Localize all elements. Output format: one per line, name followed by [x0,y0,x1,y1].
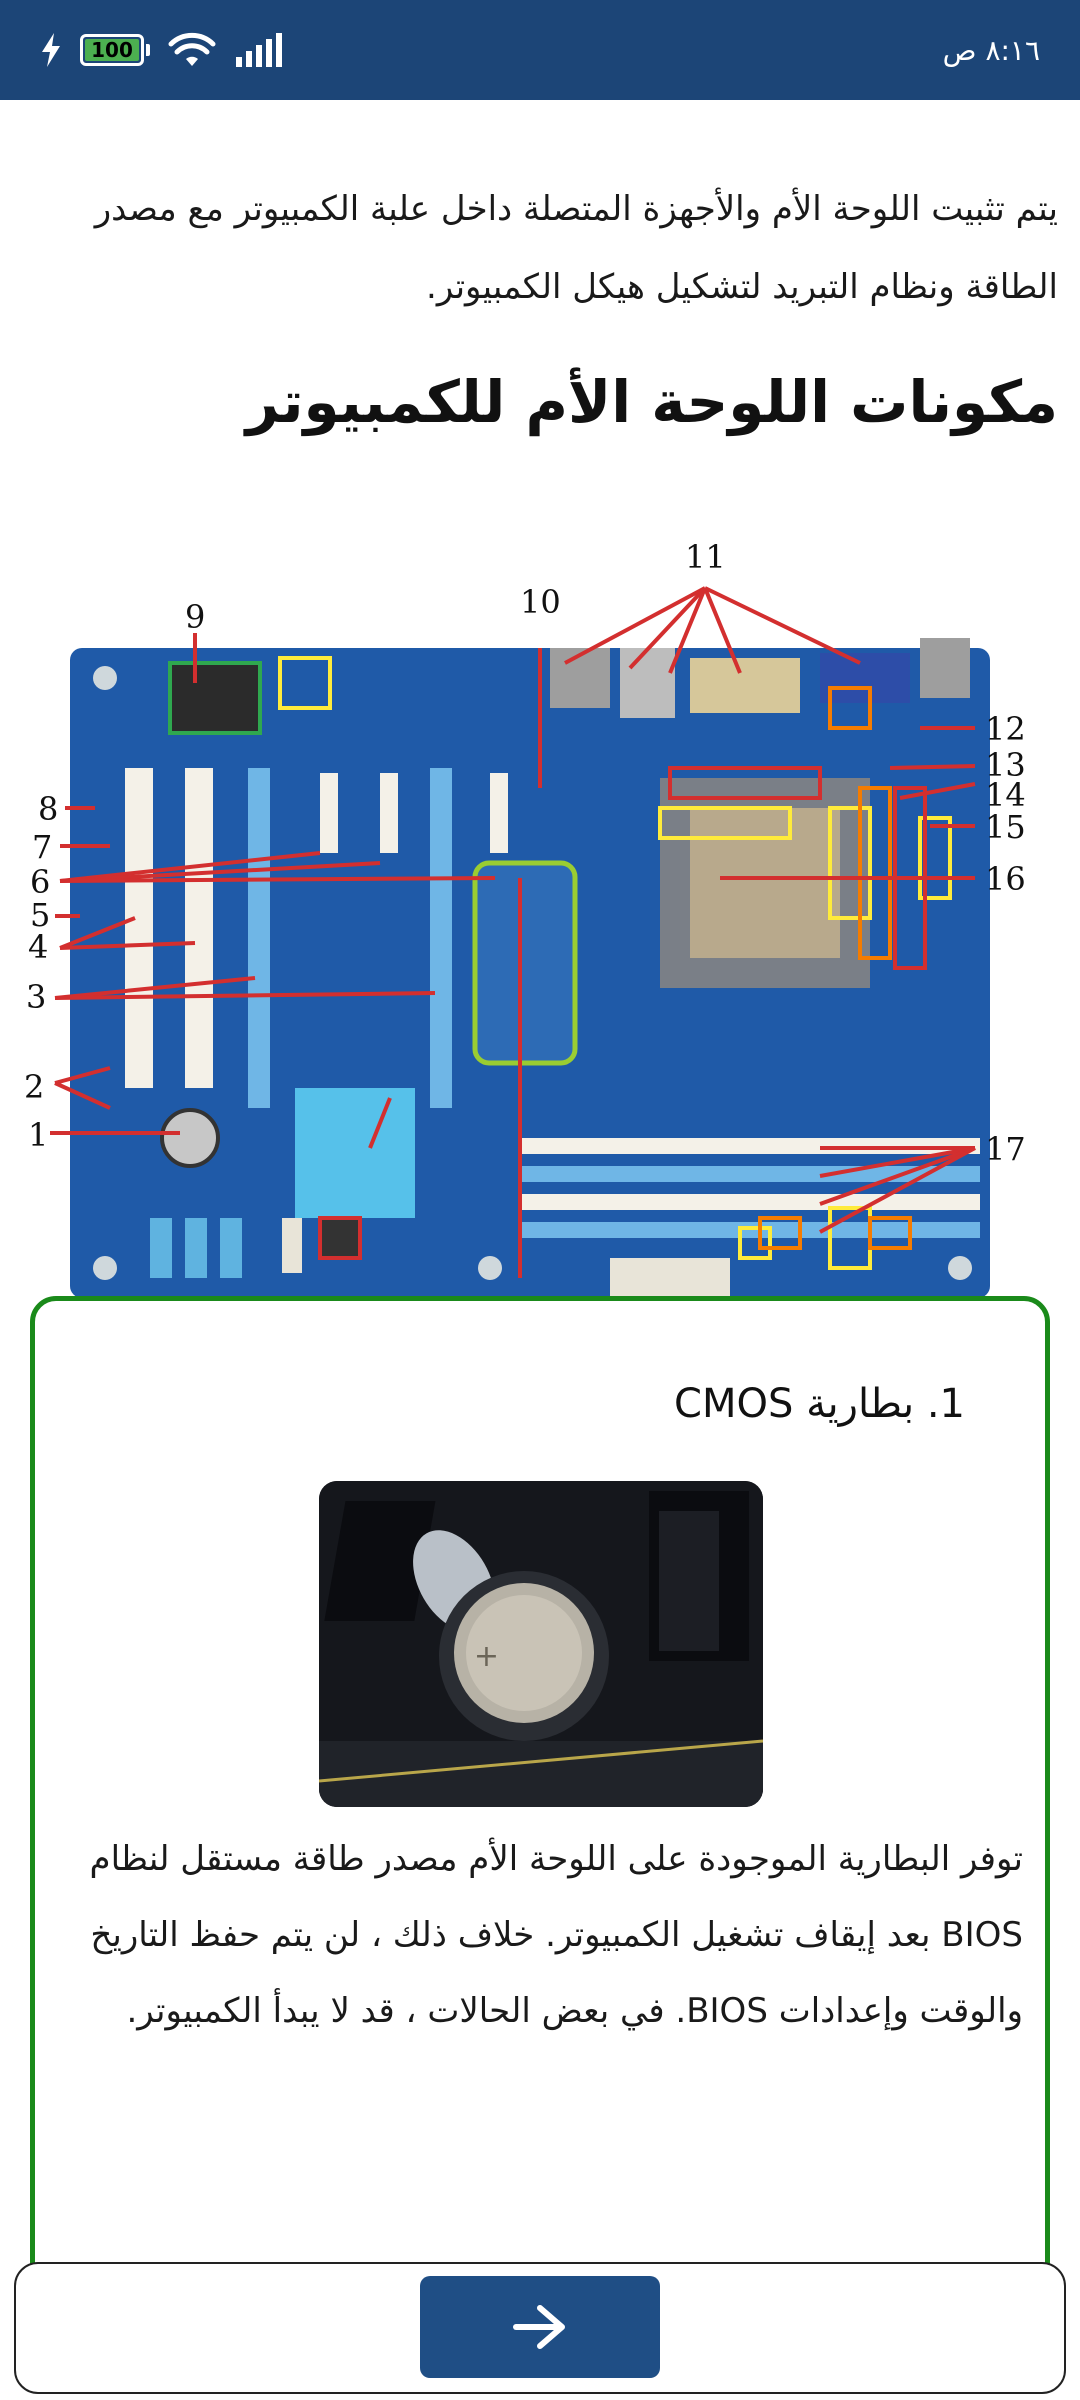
diagram-label-13: 13 [985,746,1026,784]
svg-text:+: + [474,1639,499,1674]
diagram-label-7: 7 [32,828,52,866]
cmos-battery-photo: + [319,1481,763,1807]
diagram-label-6: 6 [30,863,50,901]
battery-level: 100 [85,38,139,62]
diagram-label-9: 9 [185,598,205,636]
status-icons: 100 [40,32,284,68]
diagram-label-4: 4 [28,928,48,966]
diagram-label-3: 3 [26,978,46,1016]
battery-icon: 100 [80,34,150,66]
wifi-icon [168,32,216,66]
diagram-label-12: 12 [985,710,1026,748]
intro-paragraph: يتم تثبيت اللوحة الأم والأجهزة المتصلة د… [94,189,1058,307]
signal-icon [236,33,282,67]
diagram-label-11: 11 [685,538,726,576]
diagram-label-14: 14 [985,776,1026,814]
status-bar: 100 ٨:١٦ ص [0,0,1080,100]
component-card: 1. بطارية CMOS + توفر البطارية الموجودة … [30,1296,1050,2296]
diagram-label-17: 17 [985,1130,1026,1168]
diagram-label-8: 8 [38,790,58,828]
diagram-label-5: 5 [30,896,50,934]
diagram-label-16: 16 [985,860,1026,898]
motherboard-diagram: 1 2 3 4 5 6 7 8 9 10 11 12 13 14 15 16 1… [20,448,1060,1368]
arrow-right-icon [513,2305,565,2349]
next-button[interactable] [420,2276,660,2378]
diagram-label-1: 1 [28,1116,48,1154]
diagram-label-15: 15 [985,808,1026,846]
section-heading: مكونات اللوحة الأم للكمبيوتر [245,368,1058,436]
charging-icon [42,33,60,67]
diagram-label-10: 10 [520,583,561,621]
motherboard-diagram-svg: 1 2 3 4 5 6 7 8 9 10 11 12 13 14 15 16 1… [24,538,1026,1351]
card-title: 1. بطارية CMOS [674,1381,965,1427]
card-body: توفر البطارية الموجودة على اللوحة الأم م… [89,1839,1023,2031]
status-time: ٨:١٦ ص [942,33,1040,67]
diagram-label-2: 2 [24,1068,44,1106]
